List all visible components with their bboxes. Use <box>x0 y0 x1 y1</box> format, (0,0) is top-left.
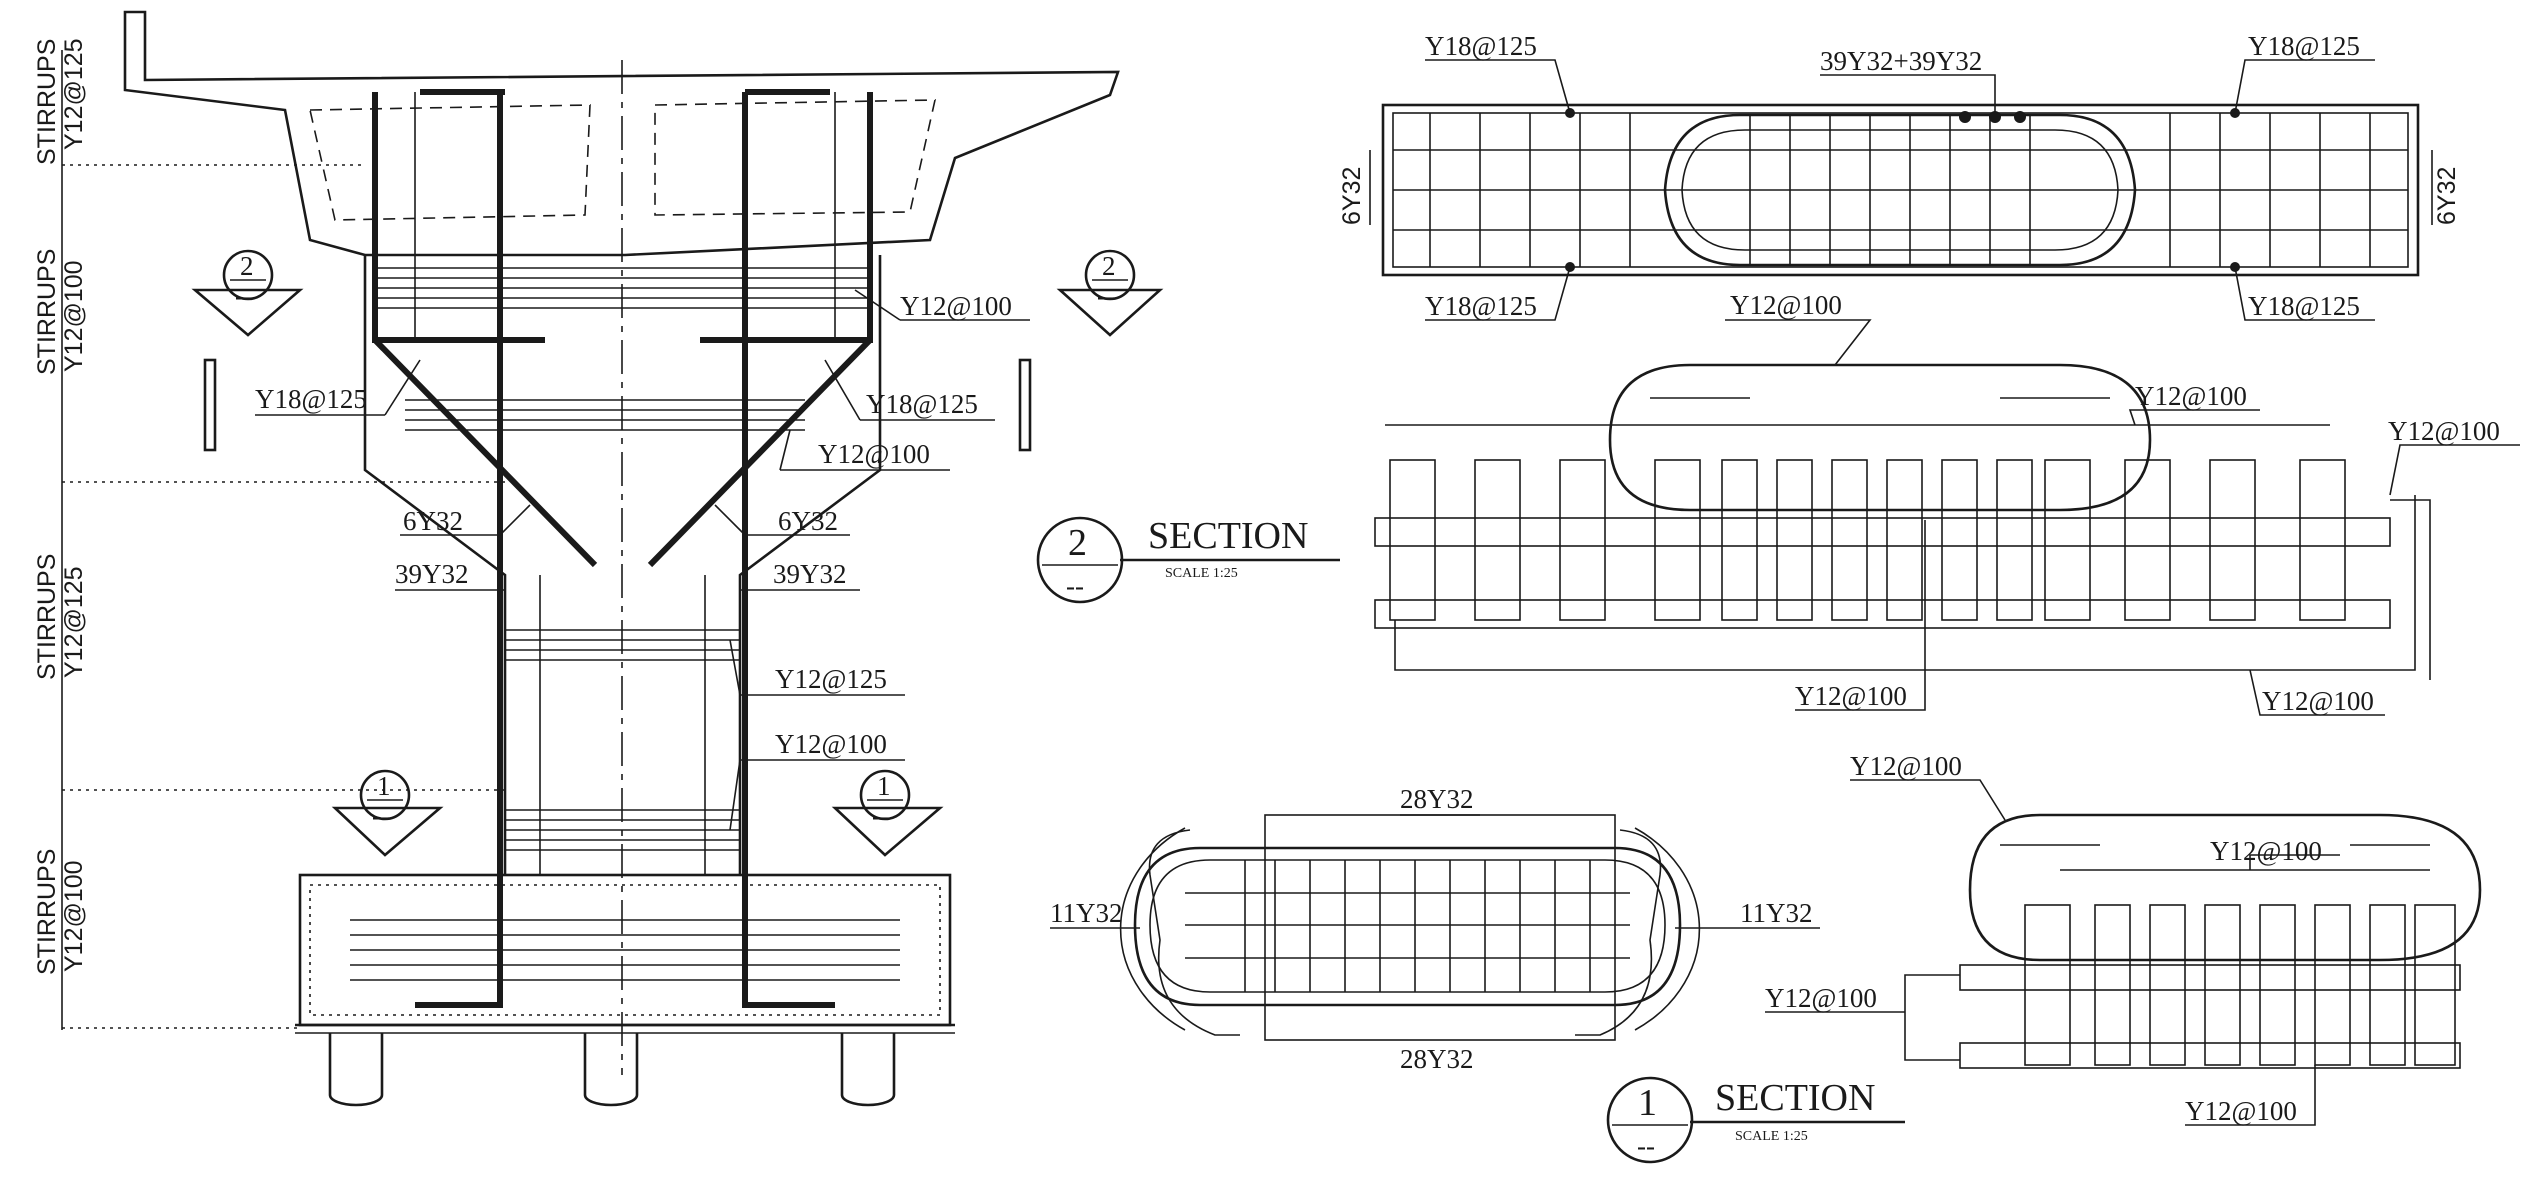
section-1-cut-right-num: 1 <box>877 771 891 801</box>
label-y18-125-left: Y18@125 <box>255 384 367 414</box>
section-2-stirrup-detail: Y12@100 Y12@100 Y12@100 Y12@100 Y12@100 <box>1374 290 2520 716</box>
zone-3-spacing: Y12@125 <box>60 566 88 678</box>
section-1-cut-right-sub: -- <box>872 801 890 831</box>
zone-3-name: STIRRUPS <box>33 554 61 680</box>
stirrup-bundles <box>375 267 870 851</box>
s2-plan-label-bot-left: Y18@125 <box>1425 291 1537 321</box>
s2-detail-label-top: Y12@100 <box>1730 290 1842 320</box>
label-6y32-right: 6Y32 <box>778 506 838 536</box>
section-1-cut-left-num: 1 <box>377 771 391 801</box>
zone-3-label: STIRRUPS Y12@125 <box>33 554 88 680</box>
zone-2-label: STIRRUPS Y12@100 <box>33 249 88 375</box>
s2-detail-label-bot-right: Y12@100 <box>2262 686 2374 716</box>
main-bars <box>372 89 873 1008</box>
section-1-plan: 28Y32 28Y32 11Y32 11Y32 <box>1050 784 1820 1074</box>
section-2-cut-left: 2 -- <box>191 249 304 452</box>
section-2-cut-left-sub: -- <box>235 281 253 311</box>
label-y12-125-low: Y12@125 <box>775 664 887 694</box>
elevation-leaders: Y12@100 Y18@125 Y18@125 Y12@100 6Y32 6Y3… <box>255 289 1030 831</box>
section-1-cut-left: 1 -- <box>331 769 444 857</box>
label-6y32-left: 6Y32 <box>403 506 463 536</box>
section-2-cut-right-num: 2 <box>1102 251 1116 281</box>
s2-plan-label-side-right: 6Y32 <box>2433 167 2461 225</box>
s1-plan-label-top: 28Y32 <box>1400 784 1474 814</box>
column-shaft <box>363 60 882 1075</box>
label-39y32-left: 39Y32 <box>395 559 469 589</box>
label-y12-100-right: Y12@100 <box>900 291 1012 321</box>
label-y12-100-low: Y12@100 <box>775 729 887 759</box>
section-1-cut-right: 1 -- <box>831 769 944 857</box>
s2-plan-label-top-mid: 39Y32+39Y32 <box>1820 46 1982 76</box>
s1-detail-label-inner: Y12@100 <box>2210 836 2322 866</box>
label-39y32-right: 39Y32 <box>773 559 847 589</box>
stirrup-zone-dimension <box>61 50 505 1030</box>
s2-plan-label-bot-right: Y18@125 <box>2248 291 2360 321</box>
s2-plan-label-top-left: Y18@125 <box>1425 31 1537 61</box>
section-2-title-sub: -- <box>1066 571 1084 601</box>
piles <box>328 1033 896 1107</box>
section-2-scale: SCALE 1:25 <box>1165 566 1238 581</box>
zone-1-label: STIRRUPS Y12@125 <box>33 38 88 165</box>
section-1-stirrup-detail: Y12@100 Y12@100 Y12@100 Y12@100 <box>1765 751 2482 1126</box>
pier-elevation: STIRRUPS Y12@125 STIRRUPS Y12@100 STIRRU… <box>33 10 1164 1107</box>
section-2-cut-right-sub: -- <box>1097 281 1115 311</box>
zone-1-name: STIRRUPS <box>33 39 61 165</box>
zone-4-spacing: Y12@100 <box>60 860 88 972</box>
section-2-title: SECTION <box>1148 515 1308 557</box>
section-1-title-block: 1 -- SECTION SCALE 1:25 <box>1606 1076 1905 1164</box>
section-2-title-num: 2 <box>1068 522 1087 564</box>
s2-detail-label-right-inner: Y12@100 <box>2135 381 2247 411</box>
s1-plan-label-right: 11Y32 <box>1740 898 1813 928</box>
zone-2-name: STIRRUPS <box>33 249 61 375</box>
zone-4-name: STIRRUPS <box>33 849 61 975</box>
label-y12-100-mid: Y12@100 <box>818 439 930 469</box>
s1-detail-label-top-left: Y12@100 <box>1850 751 1962 781</box>
zone-2-spacing: Y12@100 <box>60 260 88 372</box>
s2-detail-label-bot-mid: Y12@100 <box>1795 681 1907 711</box>
section-2-cut-right: 2 -- <box>1018 249 1164 452</box>
pile-cap <box>295 873 955 1034</box>
s1-detail-label-left: Y12@100 <box>1765 983 1877 1013</box>
section-2-plan: Y18@125 39Y32+39Y32 Y18@125 Y18@125 Y18@… <box>1338 31 2461 321</box>
section-2-title-block: 2 -- SECTION SCALE 1:25 <box>1036 515 1340 604</box>
section-1-title: SECTION <box>1715 1077 1875 1119</box>
s1-plan-label-bottom: 28Y32 <box>1400 1044 1474 1074</box>
s2-detail-label-right-outer: Y12@100 <box>2388 416 2500 446</box>
section-1-scale: SCALE 1:25 <box>1735 1129 1808 1144</box>
section-1-title-sub: -- <box>1637 1131 1655 1161</box>
s1-detail-label-bottom: Y12@100 <box>2185 1096 2297 1126</box>
zone-4-label: STIRRUPS Y12@100 <box>33 849 88 975</box>
zone-1-spacing: Y12@125 <box>60 38 88 150</box>
s2-plan-label-side-left: 6Y32 <box>1338 167 1366 225</box>
s2-plan-label-top-right: Y18@125 <box>2248 31 2360 61</box>
section-1-cut-left-sub: -- <box>372 801 390 831</box>
section-2-cut-left-num: 2 <box>240 251 254 281</box>
s1-plan-label-left: 11Y32 <box>1050 898 1123 928</box>
pier-cap-outline <box>123 10 1120 257</box>
section-1-title-num: 1 <box>1638 1082 1657 1124</box>
label-y18-125-right: Y18@125 <box>866 389 978 419</box>
